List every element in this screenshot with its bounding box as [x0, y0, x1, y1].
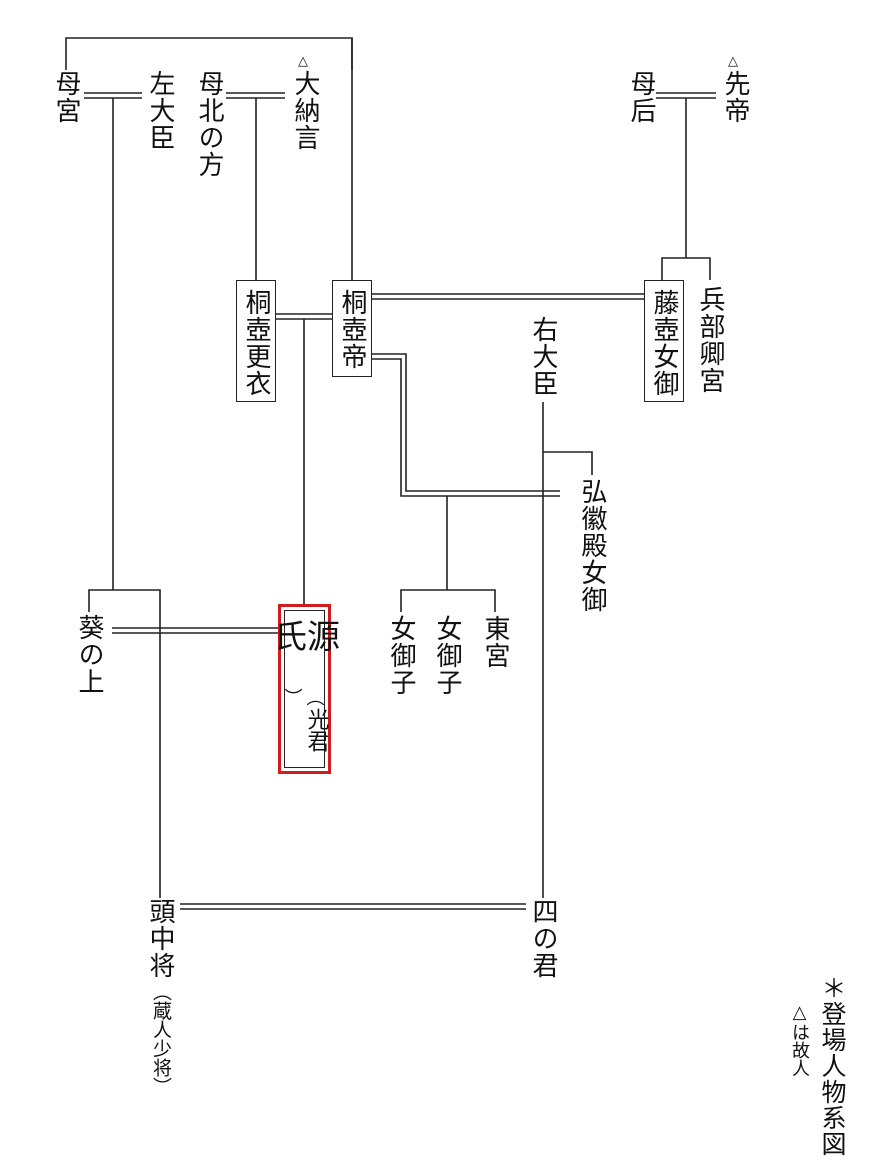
person-hyobukyo: 兵部卿宮 — [695, 286, 725, 394]
sibling-bracket-aoi-tonochujo — [88, 589, 161, 898]
person-haha-miya: 母宮 — [51, 70, 81, 124]
person-fujitsubo: 藤壺女御 — [649, 289, 679, 397]
udaijin-to-kokiden — [543, 451, 593, 475]
marriage-tei-kokiden — [372, 353, 560, 492]
person-kokiden: 弘徽殿女御 — [577, 478, 607, 613]
person-box-fujitsubo: 藤壺女御 — [644, 280, 684, 402]
person-kitanokata: 母北の方 — [194, 70, 224, 178]
person-box-kiritsubo-tei: 桐壺帝 — [332, 280, 372, 377]
person-tonochujo-sub: 蔵人少将 — [150, 1001, 172, 1077]
person-kiritsubo-tei: 桐壺帝 — [337, 289, 367, 370]
deceased-mark-sentei: △ — [728, 54, 738, 69]
deceased-mark-dainagon: △ — [298, 54, 308, 69]
person-genji-alias: 光君 — [303, 708, 329, 753]
person-kiritsubo-koi: 桐壺更衣 — [241, 289, 271, 397]
person-dainagon: 大納言 — [290, 70, 320, 151]
genji-highlight-frame: 源氏 ︵光君︶ — [269, 604, 341, 774]
person-onnamiko-1: 女御子 — [386, 615, 416, 696]
person-togu: 東宮 — [480, 615, 510, 669]
person-aoi: 葵の上 — [74, 614, 104, 695]
legend-note: △は故人 — [789, 1002, 810, 1077]
person-shi-no-kimi: 四の君 — [528, 898, 558, 979]
person-box-genji: 源氏 ︵光君︶ — [269, 610, 341, 768]
person-genji-alias-group: ︵光君︶ — [283, 688, 329, 767]
person-kisaki: 母后 — [626, 70, 656, 124]
person-tonochujo-sub-group: ︵蔵人少将︶ — [150, 982, 172, 1096]
person-box-kiritsubo-koi: 桐壺更衣 — [236, 280, 276, 402]
paren-close: ︶ — [284, 688, 303, 710]
legend-title: ＊登場人物系図 — [818, 975, 847, 1157]
person-genji: 源氏 — [268, 619, 341, 654]
person-udaijin: 右大臣 — [528, 316, 558, 397]
person-tonochujo: 頭中将 — [145, 898, 175, 979]
person-sentei: 先帝 — [720, 70, 750, 124]
person-sadaijin: 左大臣 — [145, 70, 175, 151]
sibling-bracket-tei-children — [400, 589, 496, 612]
paren-open: ︵ — [306, 688, 325, 710]
person-onnamiko-2: 女御子 — [432, 615, 462, 696]
sibling-bracket-hahamiya-dainagon — [65, 37, 353, 70]
sibling-bracket-fujitsubo-hyobukyo — [661, 257, 711, 280]
